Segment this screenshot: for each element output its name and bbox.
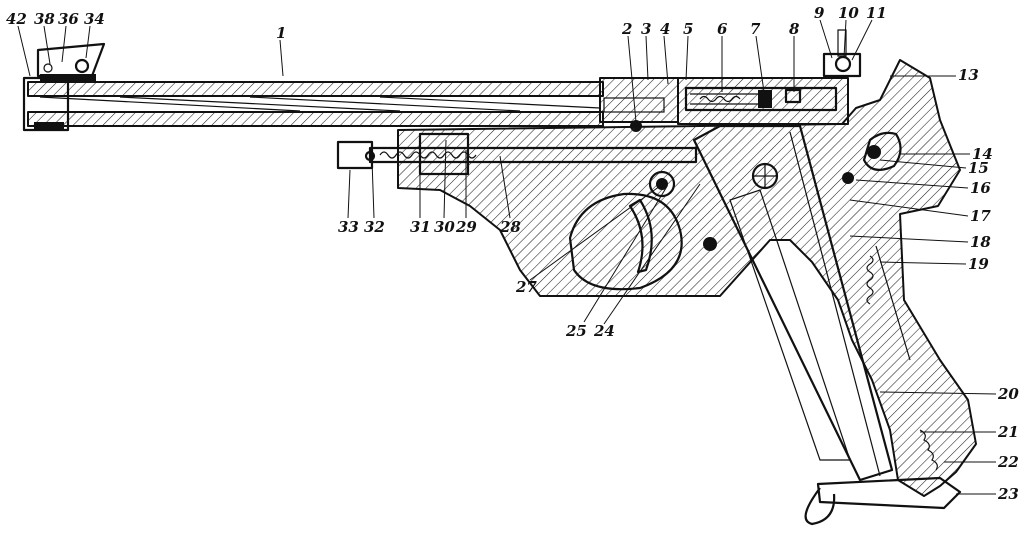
hammer-mechanism	[703, 131, 938, 471]
label-33: 33	[338, 218, 359, 236]
label-20: 20	[997, 385, 1019, 403]
magazine	[692, 124, 962, 526]
label-23: 23	[997, 485, 1019, 503]
label-18: 18	[970, 233, 991, 251]
label-28: 28	[499, 218, 521, 236]
label-34: 34	[84, 10, 105, 28]
front-sight	[36, 42, 106, 82]
label-1: 1	[276, 24, 286, 42]
recoil-spring	[336, 132, 698, 176]
label-3: 3	[641, 20, 651, 38]
label-7: 7	[750, 20, 761, 38]
label-4: 4	[660, 20, 670, 38]
label-2: 2	[621, 20, 632, 38]
leader-lines	[17, 19, 997, 495]
label-27: 27	[515, 278, 537, 296]
label-30: 30	[434, 218, 455, 236]
label-21: 21	[997, 423, 1019, 441]
frame	[397, 59, 977, 497]
label-31: 31	[410, 218, 431, 236]
label-8: 8	[789, 20, 800, 38]
label-16: 16	[970, 179, 991, 197]
label-42: 42	[6, 10, 27, 28]
label-14: 14	[972, 145, 993, 163]
label-17: 17	[970, 207, 991, 225]
label-19: 19	[968, 255, 989, 273]
label-15: 15	[968, 159, 989, 177]
label-36: 36	[58, 10, 79, 28]
label-9: 9	[814, 4, 825, 22]
label-10: 10	[838, 4, 859, 22]
label-22: 22	[997, 453, 1019, 471]
barrel	[22, 76, 604, 132]
label-25: 25	[565, 322, 587, 340]
label-5: 5	[683, 20, 693, 38]
label-6: 6	[717, 20, 728, 38]
receiver	[599, 29, 862, 132]
label-29: 29	[455, 218, 477, 236]
label-24: 24	[593, 322, 615, 340]
label-38: 38	[34, 10, 55, 28]
label-11: 11	[866, 4, 887, 22]
label-13: 13	[958, 66, 979, 84]
part-number-labels: 1 2 3 4 5 6 7 8 9 10 11 13 14 15 16 17 1…	[6, 4, 1019, 503]
label-32: 32	[364, 218, 385, 236]
